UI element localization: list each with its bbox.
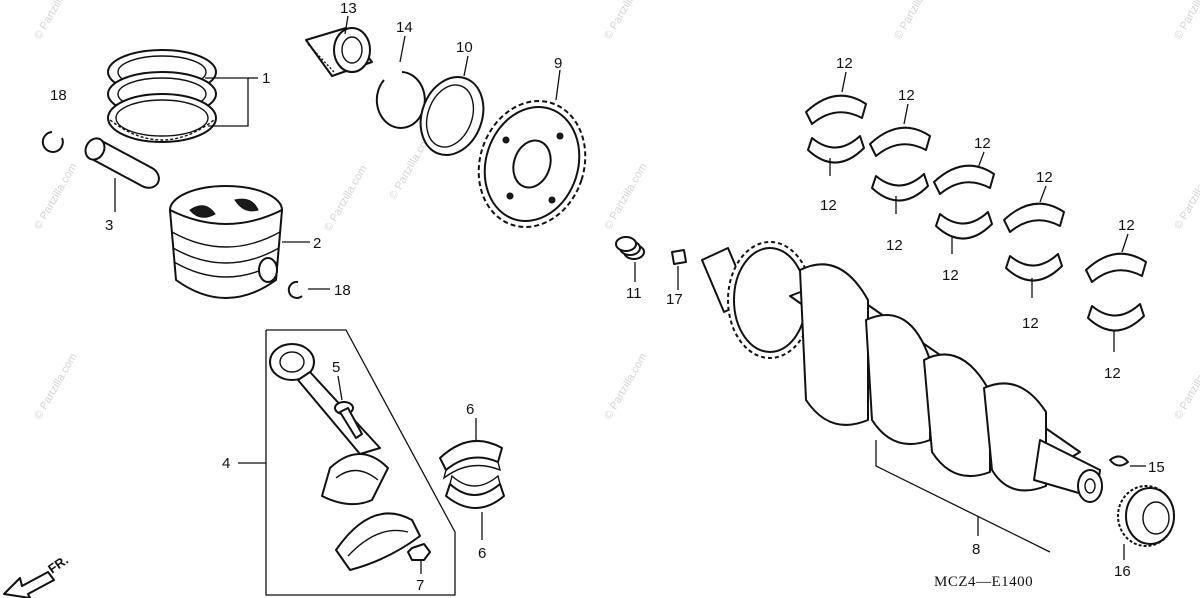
main-bearing-1-upper-part[interactable]: [805, 94, 867, 125]
callout-12[interactable]: 12: [898, 87, 915, 104]
callout-11[interactable]: 11: [626, 285, 642, 302]
callout-12[interactable]: 12: [820, 197, 837, 214]
callout-12[interactable]: 12: [1022, 315, 1039, 332]
callout-12[interactable]: 12: [1118, 217, 1135, 234]
watermark: © Partzilla.com: [602, 351, 649, 421]
main-bearing-2-lower-part[interactable]: [871, 173, 929, 202]
rod-cap-part[interactable]: [335, 512, 421, 571]
callout-6-upper[interactable]: 6: [466, 401, 474, 418]
front-direction-indicator: FR.: [3, 552, 71, 598]
callout-4[interactable]: 4: [222, 455, 230, 472]
rod-nut-part[interactable]: [407, 543, 431, 561]
callout-10[interactable]: 10: [456, 39, 473, 56]
rod-bolt-part[interactable]: [334, 401, 363, 439]
watermark: © Partzilla.com: [32, 0, 79, 42]
crankshaft-part[interactable]: [701, 241, 1103, 503]
callouts: 1 2 3 4 5 6 6 7 8 9 10 11 12 12 12 12 12…: [50, 0, 1165, 594]
callout-17[interactable]: 17: [666, 291, 683, 308]
callout-13[interactable]: 13: [340, 0, 357, 17]
piston-part[interactable]: [169, 185, 283, 299]
spring-part[interactable]: [615, 236, 645, 260]
watermark: © Partzilla.com: [32, 161, 79, 231]
callout-8[interactable]: 8: [972, 541, 980, 558]
main-bearing-4-upper-part[interactable]: [1003, 202, 1065, 233]
main-bearing-3-upper-part[interactable]: [933, 164, 995, 195]
watermark: © Partzilla.com: [1172, 351, 1200, 421]
snap-ring-part[interactable]: [375, 71, 426, 129]
callout-5[interactable]: 5: [332, 359, 340, 376]
callout-12[interactable]: 12: [942, 267, 959, 284]
piston-pin-clip-part[interactable]: [41, 131, 64, 153]
rod-bearing-lower-part[interactable]: [445, 474, 505, 509]
main-bearing-5-lower-part[interactable]: [1087, 303, 1145, 332]
callout-3[interactable]: 3: [105, 217, 113, 234]
main-bearing-5-upper-part[interactable]: [1085, 252, 1147, 283]
callout-12[interactable]: 12: [974, 135, 991, 152]
callout-12[interactable]: 12: [1104, 365, 1121, 382]
callout-14[interactable]: 14: [396, 19, 413, 36]
callout-18-left[interactable]: 18: [50, 87, 67, 104]
front-arrow-icon: [3, 571, 55, 598]
watermark: © Partzilla.com: [1172, 0, 1200, 42]
watermark: © Partzilla.com: [602, 161, 649, 231]
main-bearing-2-upper-part[interactable]: [869, 126, 931, 157]
main-bearing-4-lower-part[interactable]: [1005, 253, 1063, 282]
callout-9[interactable]: 9: [554, 55, 562, 72]
watermark: © Partzilla.com: [602, 0, 649, 42]
dowel-pin-part[interactable]: [671, 249, 687, 265]
watermark: © Partzilla.com: [322, 163, 369, 233]
piston-rings-part[interactable]: [107, 49, 217, 143]
callout-1[interactable]: 1: [262, 70, 270, 87]
callout-16[interactable]: 16: [1114, 563, 1131, 580]
callout-2[interactable]: 2: [313, 235, 321, 252]
callout-6-lower[interactable]: 6: [478, 545, 486, 562]
callout-12[interactable]: 12: [1036, 169, 1053, 186]
thrust-washer-part[interactable]: [410, 68, 494, 164]
timing-gear-part[interactable]: [1117, 485, 1175, 547]
piston-pin-part[interactable]: [82, 135, 160, 189]
main-bearing-3-lower-part[interactable]: [935, 211, 993, 240]
starter-idle-gear-part[interactable]: [305, 27, 373, 77]
main-bearing-1-lower-part[interactable]: [807, 135, 865, 164]
callout-12[interactable]: 12: [836, 55, 853, 72]
rod-bearing-upper-part[interactable]: [439, 440, 503, 480]
connecting-rod-part[interactable]: [269, 343, 389, 506]
watermark: © Partzilla.com: [892, 0, 939, 42]
callout-15[interactable]: 15: [1148, 459, 1165, 476]
piston-pin-clip-part[interactable]: [287, 280, 303, 299]
watermark: © Partzilla.com: [32, 351, 79, 421]
woodruff-key-part[interactable]: [1109, 455, 1129, 467]
callout-12[interactable]: 12: [886, 237, 903, 254]
cam-sprocket-part[interactable]: [463, 87, 601, 241]
callout-7[interactable]: 7: [416, 577, 424, 594]
diagram-code: MCZ4—E1400: [934, 574, 1033, 590]
watermark: © Partzilla.com: [1172, 161, 1200, 231]
callout-18-right[interactable]: 18: [334, 282, 351, 299]
